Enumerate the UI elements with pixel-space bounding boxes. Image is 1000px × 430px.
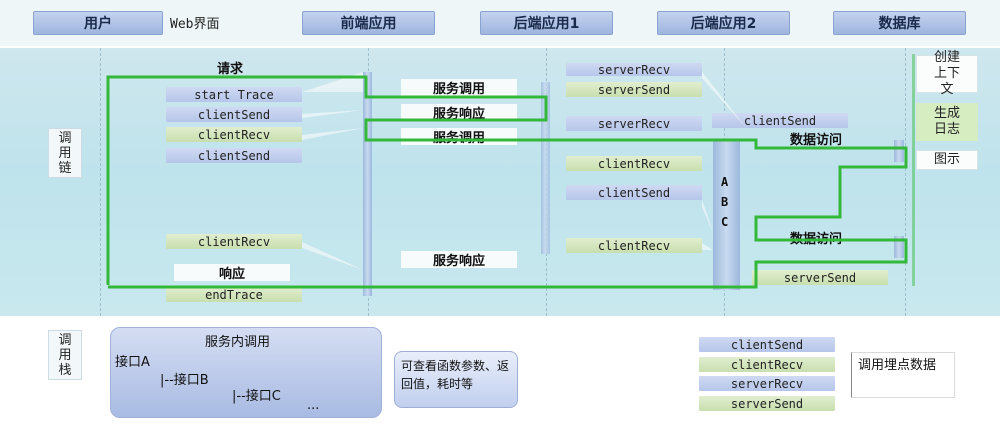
wedge-client-send-1 <box>302 110 363 118</box>
legend-server-send: serverSend <box>699 396 835 411</box>
backend1-activation <box>541 82 550 254</box>
right-path-edge <box>912 54 915 286</box>
end-trace-pill: endTrace <box>166 287 302 302</box>
call-stack-label: 调用栈 <box>58 332 72 378</box>
legend-client-send: clientSend <box>699 337 835 352</box>
database-activation-2 <box>894 236 904 258</box>
create-context-label: 创建上下文 <box>933 50 960 97</box>
wedge-server-recv <box>702 72 748 130</box>
diagram-label: 图示 <box>933 152 960 167</box>
frontend-client-recv-1: clientRecv <box>166 127 302 142</box>
database-activation-1 <box>894 140 904 162</box>
legend-label: 调用埋点数据 <box>851 352 955 398</box>
column-database: 数据库 <box>833 11 966 35</box>
abc-c: C <box>721 215 729 229</box>
backend1-server-recv-1: serverRecv <box>566 63 702 77</box>
backend1-server-recv-2: serverRecv <box>566 116 702 131</box>
call-stack-label-box: 调用栈 <box>48 330 82 380</box>
stack-line-2: |--接口B <box>160 373 209 388</box>
wedge-client-send-b1 <box>702 200 713 232</box>
backend1-client-recv-2: clientRecv <box>566 238 702 253</box>
column-frontend: 前端应用 <box>302 11 435 35</box>
abc-a: A <box>721 175 729 189</box>
abc-label: A B C <box>721 172 728 232</box>
frontend-client-recv-2: clientRecv <box>166 234 302 249</box>
trace-path <box>106 75 908 289</box>
wedge-client-recv-b1 <box>702 243 713 250</box>
data-access-label-1: 数据访问 <box>790 133 843 148</box>
wedge-client-recv-2 <box>302 242 363 270</box>
legend-client-recv: clientRecv <box>699 357 835 372</box>
backend2-client-send: clientSend <box>712 113 848 128</box>
diagram-box: 图示 <box>916 150 978 170</box>
call-chain-label: 调用链 <box>58 130 72 176</box>
backend1-client-recv-1: clientRecv <box>566 156 702 171</box>
call-stack-title: 服务内调用 <box>205 335 271 350</box>
lifeline-user <box>100 48 101 316</box>
wedge-start-trace <box>302 72 363 92</box>
backend1-client-send: clientSend <box>566 185 702 200</box>
create-context-box: 创建上下文 <box>916 50 978 97</box>
frontend-activation <box>363 72 372 296</box>
call-chain-label-box: 调用链 <box>48 128 82 178</box>
service-response-label-1: 服务响应 <box>401 104 517 122</box>
start-trace-pill: start Trace <box>166 87 302 102</box>
column-backend1: 后端应用1 <box>480 11 613 35</box>
column-backend2: 后端应用2 <box>657 11 790 35</box>
backend1-server-send-1: serverSend <box>566 82 702 97</box>
callout-wedges <box>260 72 748 328</box>
backend2-server-send: serverSend <box>752 270 888 285</box>
abc-b: B <box>721 195 729 209</box>
frontend-client-send-1: clientSend <box>166 107 302 122</box>
column-user: 用户 <box>33 11 163 35</box>
service-response-label-2: 服务响应 <box>401 251 517 269</box>
wedge-client-recv-1 <box>302 128 363 140</box>
stack-line-3: |--接口C <box>232 389 281 404</box>
stack-more: ... <box>307 398 320 413</box>
backend2-activation <box>713 140 740 290</box>
service-call-label-1: 服务调用 <box>401 79 517 97</box>
stack-line-1: 接口A <box>115 355 150 370</box>
generate-log-box: 生成日志 <box>916 103 978 141</box>
request-label: 请求 <box>217 62 244 77</box>
response-label: 响应 <box>174 264 290 282</box>
column-web: Web界面 <box>170 17 220 32</box>
wedge-stack <box>260 320 320 328</box>
call-stack-bubble <box>110 327 382 418</box>
lifeline-database <box>905 48 906 316</box>
frontend-client-send-2: clientSend <box>166 148 302 163</box>
stack-note: 可查看函数参数、返回值，耗时等 <box>394 351 518 408</box>
legend-server-recv: serverRecv <box>699 376 835 391</box>
generate-log-label: 生成日志 <box>933 106 960 137</box>
